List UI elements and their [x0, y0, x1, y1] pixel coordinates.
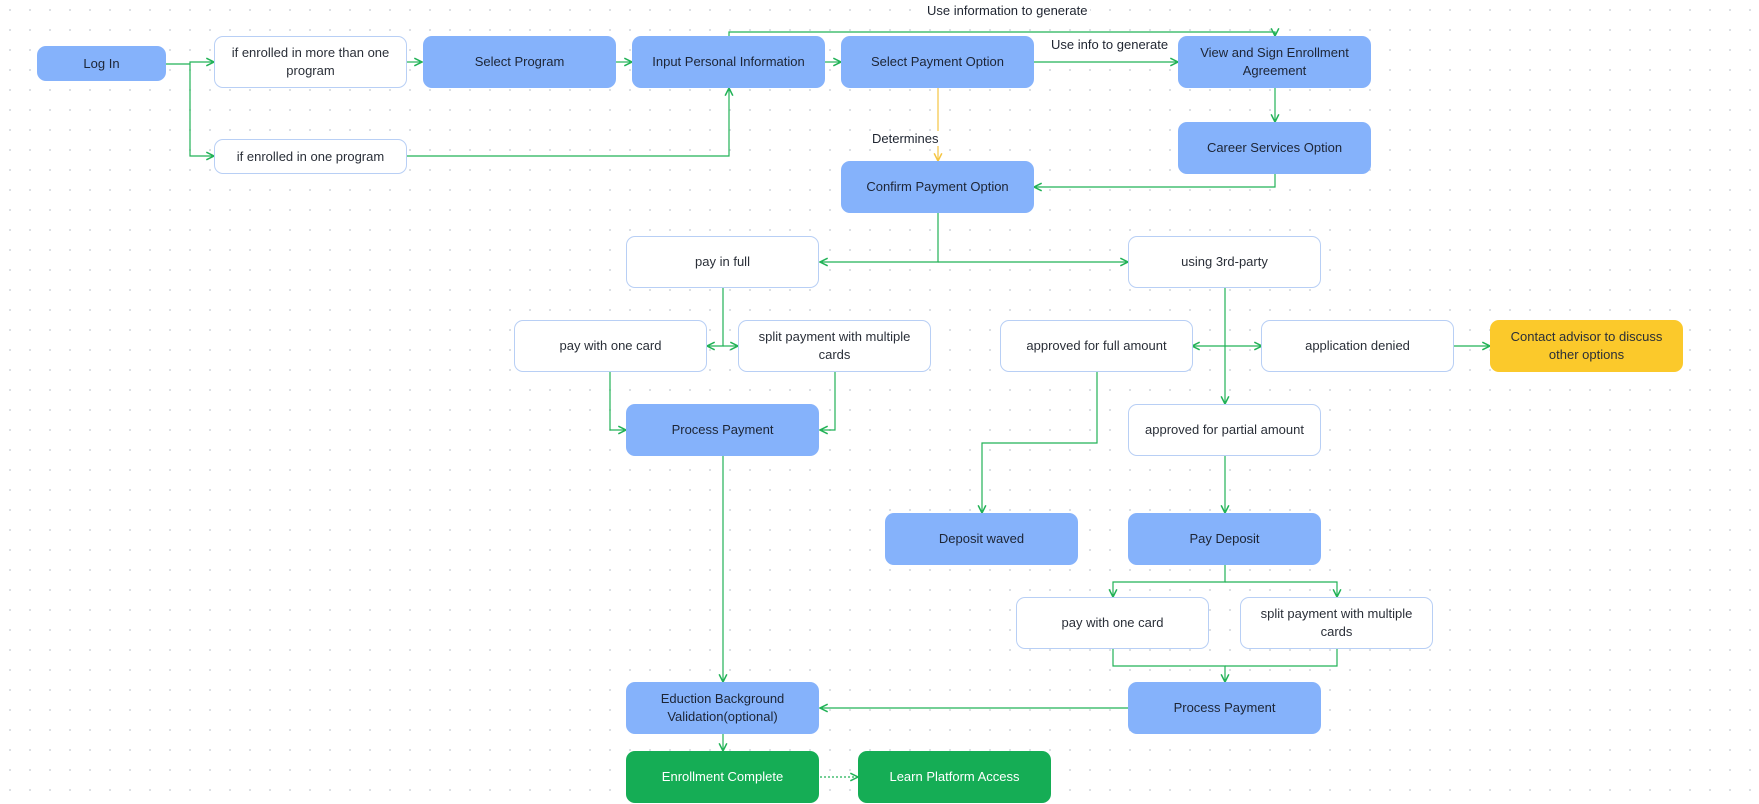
node-enrolled-multiple: if enrolled in more than one program — [214, 36, 407, 88]
node-career-services: Career Services Option — [1178, 122, 1371, 174]
node-log-in: Log In — [37, 46, 166, 81]
node-education-validation: Eduction Background Validation(optional) — [626, 682, 819, 734]
node-using-third-party: using 3rd-party — [1128, 236, 1321, 288]
node-pay-in-full: pay in full — [626, 236, 819, 288]
node-pay-deposit: Pay Deposit — [1128, 513, 1321, 565]
node-confirm-payment: Confirm Payment Option — [841, 161, 1034, 213]
node-learn-platform-access: Learn Platform Access — [858, 751, 1051, 803]
edge-label-determines: Determines — [869, 131, 942, 146]
node-input-personal-info: Input Personal Information — [632, 36, 825, 88]
edge-confirm-to-pay-in-full — [820, 213, 939, 262]
edge-approved-full-to-waved — [982, 372, 1098, 513]
node-approved-full: approved for full amount — [1000, 320, 1193, 372]
edge-one-card-to-process — [609, 372, 626, 430]
node-enrollment-complete: Enrollment Complete — [626, 751, 819, 803]
edge-deposit-to-one-card — [1113, 565, 1226, 597]
node-pay-one-card: pay with one card — [514, 320, 707, 372]
node-view-sign-agreement: View and Sign Enrollment Agreement — [1178, 36, 1371, 88]
edge-label-use-info-top: Use information to generate — [924, 3, 1091, 18]
node-pay-one-card-2: pay with one card — [1016, 597, 1209, 649]
edge-split-to-process — [820, 372, 836, 430]
edge-one-card-2-to-process-2 — [1112, 649, 1225, 682]
node-deposit-waved: Deposit waved — [885, 513, 1078, 565]
node-approved-partial: approved for partial amount — [1128, 404, 1321, 456]
node-select-program: Select Program — [423, 36, 616, 88]
node-enrolled-one: if enrolled in one program — [214, 139, 407, 174]
edge-split-2-to-process-2 — [1225, 649, 1338, 667]
node-select-payment-option: Select Payment Option — [841, 36, 1034, 88]
edge-label-use-info: Use info to generate — [1048, 37, 1172, 52]
edge-one-program-to-input — [407, 88, 729, 157]
edge-full-to-one-card — [707, 288, 724, 346]
edge-login-to-one-program — [189, 64, 214, 156]
node-application-denied: application denied — [1261, 320, 1454, 372]
edge-deposit-to-split — [1225, 581, 1337, 597]
edge-career-to-confirm — [1034, 174, 1276, 187]
edge-login-to-multi-program — [166, 62, 214, 64]
node-split-multiple-cards: split payment with multiple cards — [738, 320, 931, 372]
node-process-payment: Process Payment — [626, 404, 819, 456]
node-process-payment-2: Process Payment — [1128, 682, 1321, 734]
node-contact-advisor: Contact advisor to discuss other options — [1490, 320, 1683, 372]
edge-input-to-view-sign — [728, 32, 1275, 36]
node-split-multiple-cards-2: split payment with multiple cards — [1240, 597, 1433, 649]
